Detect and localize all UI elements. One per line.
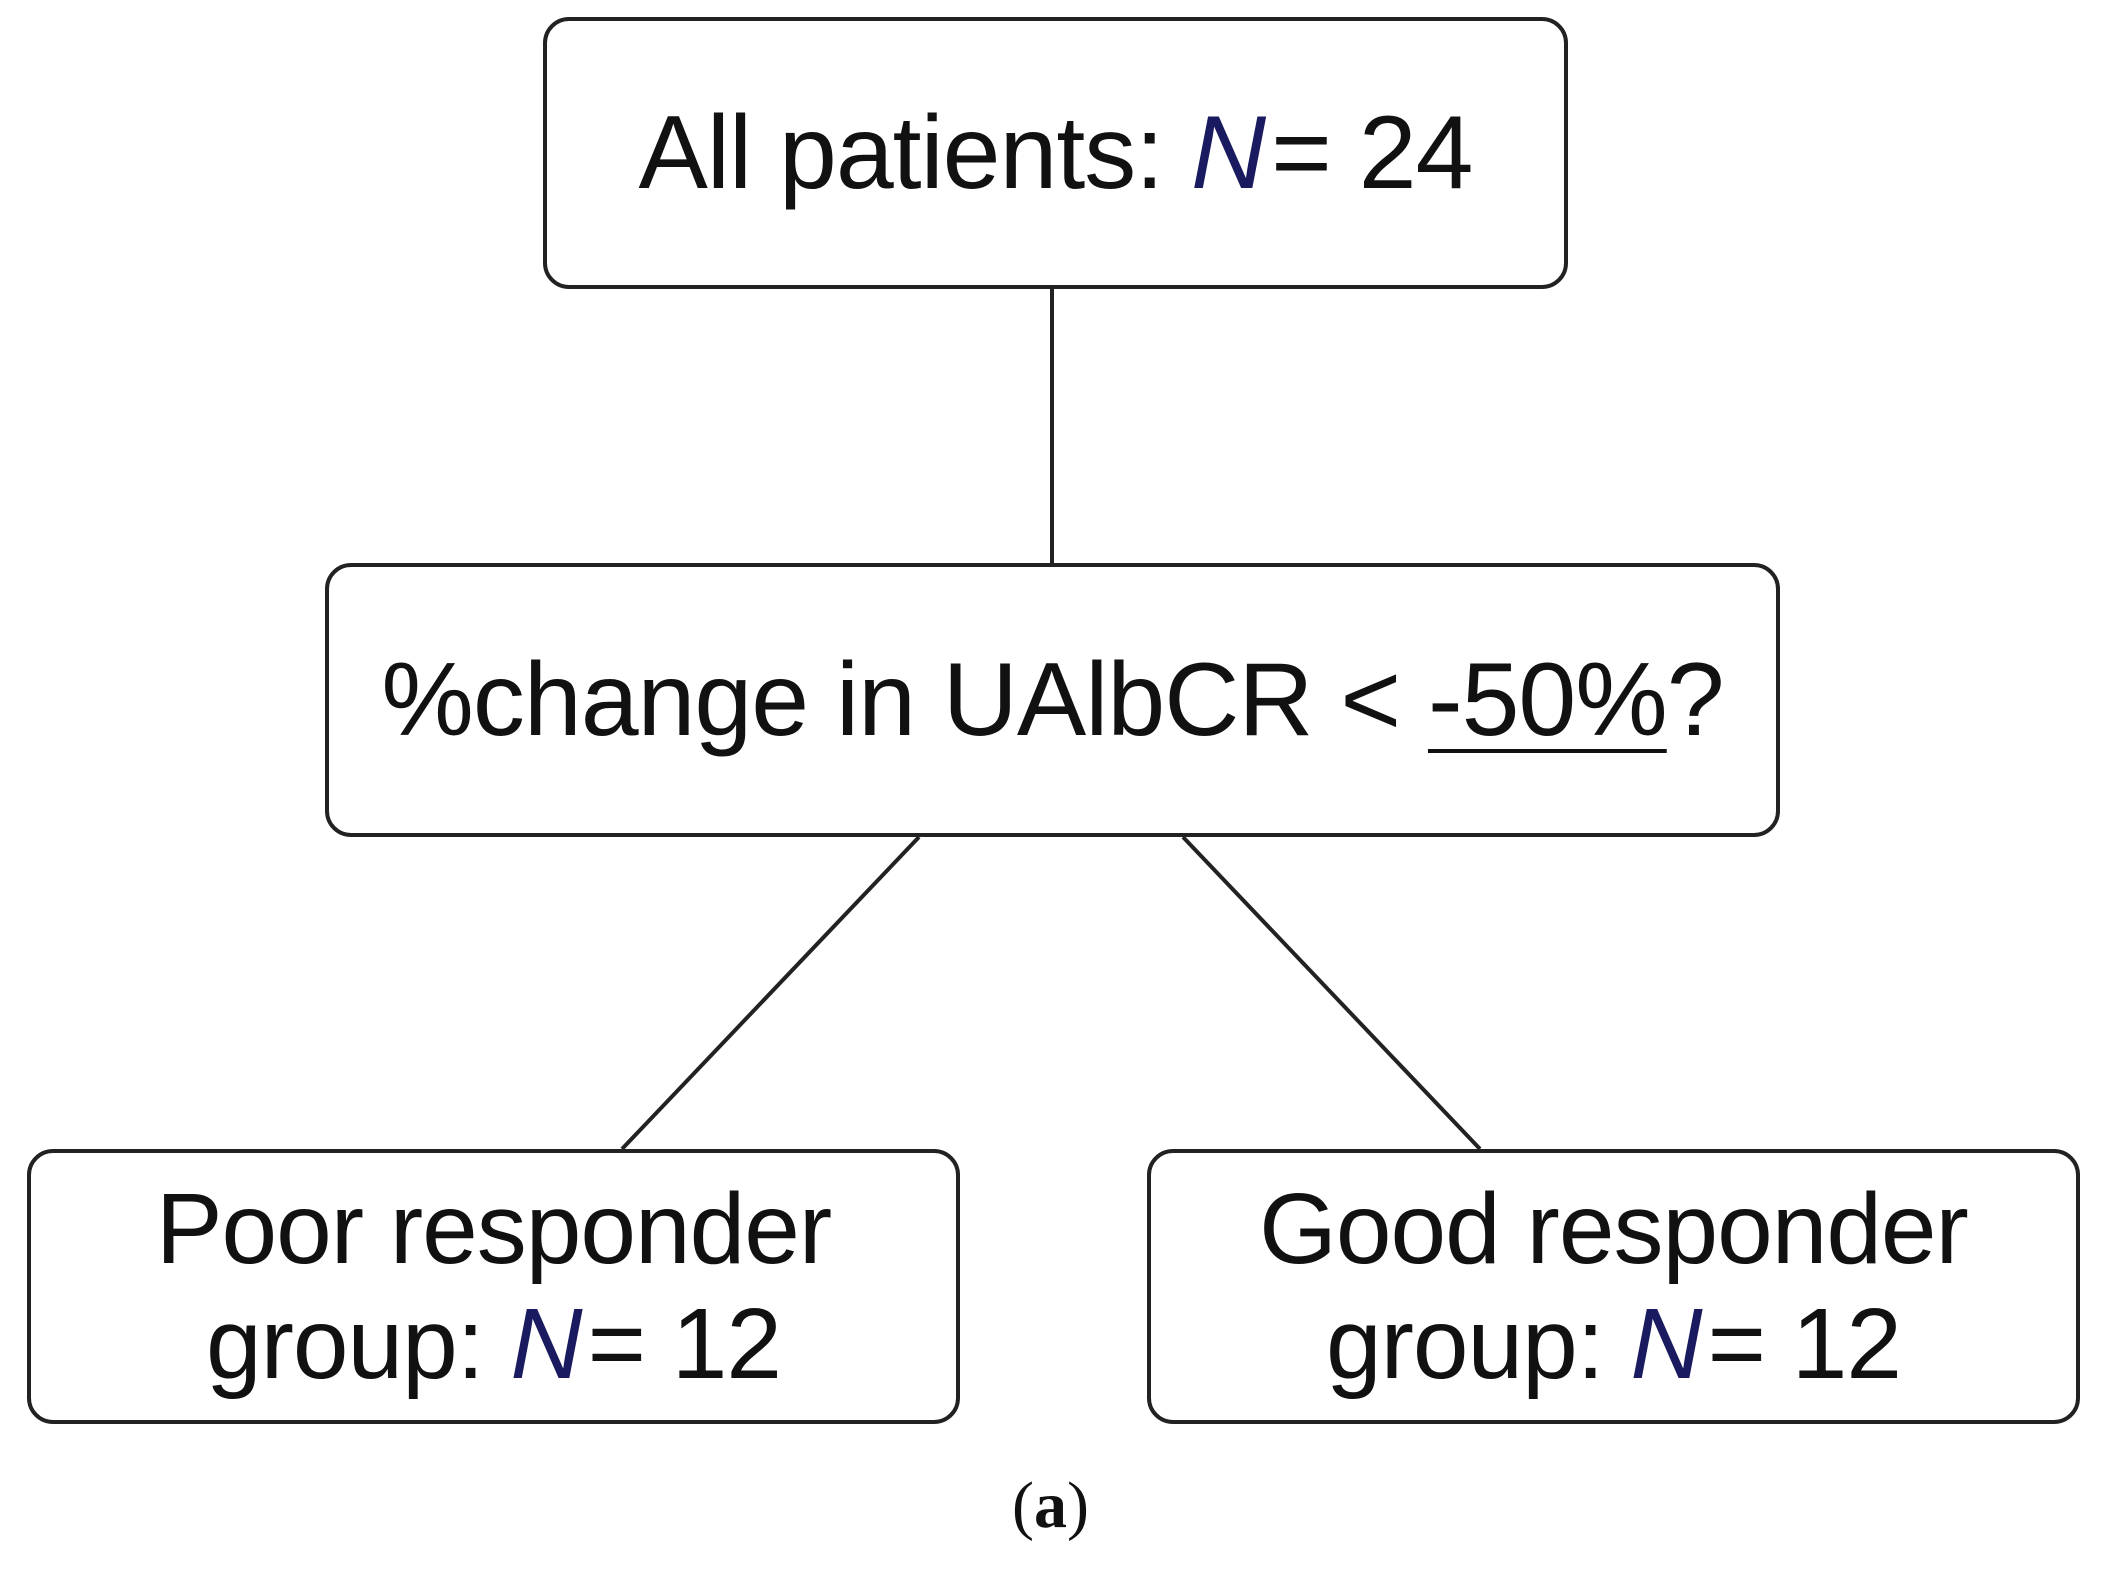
root-n-value: = 24	[1271, 95, 1473, 211]
good-n-symbol: N	[1630, 1287, 1702, 1400]
good-line2: group: N= 12	[1259, 1287, 1968, 1402]
root-n-symbol: N	[1191, 95, 1266, 211]
root-node-text: All patients: N= 24	[639, 101, 1474, 205]
poor-line2-prefix: group:	[206, 1287, 511, 1400]
root-label: All patients:	[638, 95, 1192, 211]
good-n-value: = 12	[1707, 1287, 1902, 1400]
figure-caption: (a)	[0, 1468, 2101, 1544]
good-responder-node: Good responder group: N= 12	[1147, 1149, 2080, 1424]
caption-close-paren: )	[1067, 1469, 1089, 1542]
connector-decision-to-poor	[620, 835, 921, 1151]
good-line2-prefix: group:	[1326, 1287, 1631, 1400]
poor-line1: Poor responder	[155, 1172, 832, 1285]
decision-suffix: ?	[1666, 642, 1725, 758]
good-node-text: Good responder group: N= 12	[1259, 1172, 1969, 1402]
decision-prefix: %change in UAlbCR <	[381, 642, 1428, 758]
poor-line2: group: N= 12	[156, 1287, 831, 1402]
poor-n-symbol: N	[510, 1287, 582, 1400]
poor-node-text: Poor responder group: N= 12	[155, 1172, 832, 1402]
decision-node-ualbcr-change: %change in UAlbCR < -50%?	[325, 563, 1780, 837]
caption-letter: a	[1034, 1469, 1067, 1542]
connector-decision-to-good	[1181, 835, 1482, 1151]
good-line1: Good responder	[1259, 1172, 1969, 1285]
poor-n-value: = 12	[587, 1287, 782, 1400]
decision-node-text: %change in UAlbCR < -50%?	[381, 648, 1724, 752]
decision-threshold: -50%	[1427, 642, 1668, 758]
poor-responder-node: Poor responder group: N= 12	[27, 1149, 960, 1424]
caption-open-paren: (	[1012, 1469, 1034, 1542]
root-node-all-patients: All patients: N= 24	[543, 17, 1568, 289]
